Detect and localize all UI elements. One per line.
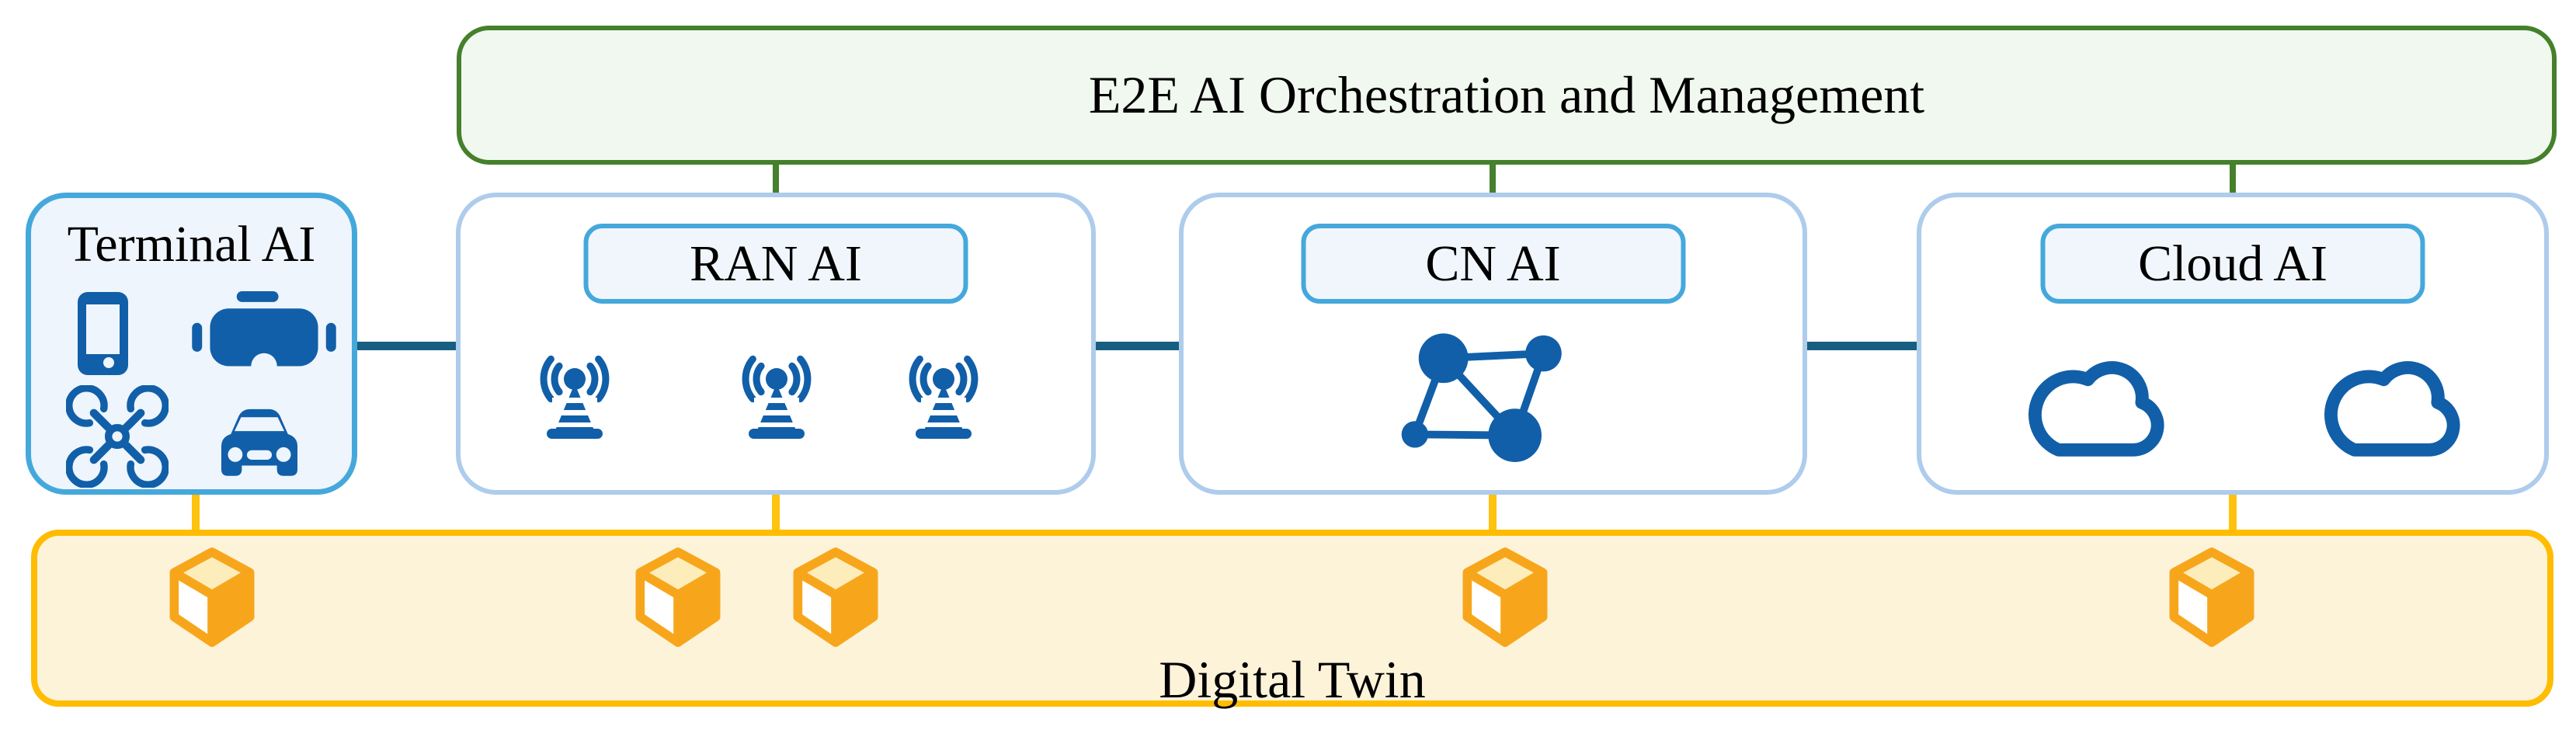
cn-ai-label: CN AI (1425, 235, 1561, 292)
digital-twin-label: Digital Twin (1159, 650, 1426, 709)
car-icon (208, 395, 311, 485)
ran-ai-box: RAN AI (456, 193, 1096, 495)
cloud-ai-label-pill: Cloud AI (2040, 224, 2425, 304)
e2e-orchestration-label: E2E AI Orchestration and Management (1088, 65, 1925, 124)
connector-cn-twin (1489, 495, 1497, 530)
drone-icon (66, 385, 169, 488)
connector-ran-twin (772, 495, 780, 530)
ran-ai-label: RAN AI (690, 235, 862, 292)
cloud-icon (2315, 346, 2470, 467)
connector-e2e-ran (773, 165, 779, 193)
cn-ai-label-pill: CN AI (1301, 224, 1685, 304)
connector-e2e-cloud (2230, 165, 2236, 193)
link-terminal-ran (357, 342, 456, 350)
digital-twin-bar: Digital Twin (31, 530, 2553, 709)
e2e-orchestration-box: E2E AI Orchestration and Management (457, 26, 2557, 165)
terminal-ai-label: Terminal AI (67, 216, 316, 273)
cn-ai-box: CN AI (1179, 193, 1807, 495)
link-cn-cloud (1807, 342, 1917, 350)
antenna-tower-icon (524, 349, 625, 450)
package-cube-icon (1462, 547, 1548, 648)
package-cube-icon (169, 547, 255, 648)
smartphone-icon (78, 292, 128, 375)
cloud-ai-label: Cloud AI (2138, 235, 2327, 292)
connector-cloud-twin (2229, 495, 2237, 530)
cloud-ai-box: Cloud AI (1917, 193, 2549, 495)
connector-terminal-twin (192, 495, 200, 530)
cloud-icon (2019, 346, 2174, 467)
connector-e2e-cn (1490, 165, 1496, 193)
package-cube-icon (793, 547, 878, 648)
terminal-ai-box: Terminal AI (26, 193, 357, 495)
antenna-tower-icon (726, 349, 827, 450)
vr-headset-icon (192, 291, 336, 381)
package-cube-icon (2169, 547, 2254, 648)
link-ran-cn (1096, 342, 1179, 350)
package-cube-icon (635, 547, 721, 648)
antenna-tower-icon (893, 349, 994, 450)
ran-ai-label-pill: RAN AI (583, 224, 968, 304)
network-graph-icon (1390, 328, 1592, 471)
